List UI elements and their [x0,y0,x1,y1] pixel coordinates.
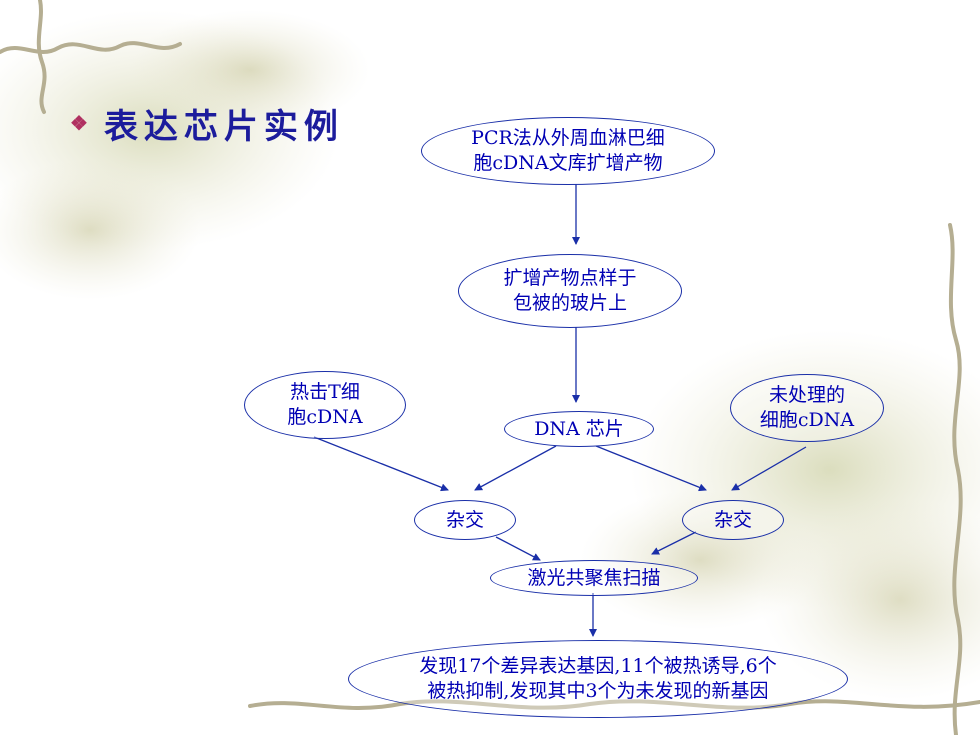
node-result-text: 发现17个差异表达基因,11个被热诱导,6个 被热抑制,发现其中3个为未发现的新… [419,655,777,702]
node-confocal-scan: 激光共聚焦扫描 [490,560,698,596]
title-text: 表达芯片实例 [103,106,344,147]
node-spot-text: 扩增产物点样于 包被的玻片上 [503,267,637,314]
node-heat-shock-cdna: 热击T细 胞cDNA [244,371,406,439]
node-dna-chip: DNA 芯片 [504,411,654,447]
arrow-hybrid-left-to-scan [495,536,541,561]
node-scan-text: 激光共聚焦扫描 [527,566,661,589]
node-result: 发现17个差异表达基因,11个被热诱导,6个 被热抑制,发现其中3个为未发现的新… [348,640,848,718]
arrow-untreated-to-hybrid-right [731,446,807,491]
arrow-chip-to-hybrid-right [595,445,707,492]
node-chip-text: DNA 芯片 [534,417,624,440]
slide-title: ❖ 表达芯片实例 [70,98,344,148]
node-hybrid-right-text: 杂交 [713,508,752,531]
node-untreated-cdna: 未处理的 细胞cDNA [730,374,884,442]
arrow-chip-to-hybrid-left [474,445,557,491]
arrow-heat-to-hybrid-left [313,436,449,492]
node-untreated-text: 未处理的 细胞cDNA [759,384,855,431]
arrow-hybrid-right-to-scan [651,531,697,555]
node-spotting: 扩增产物点样于 包被的玻片上 [458,254,682,328]
node-hybridization-right: 杂交 [682,500,784,540]
diamond-bullet-icon: ❖ [70,111,88,135]
node-hybrid-left-text: 杂交 [445,508,484,531]
node-pcr-amplification: PCR法从外周血淋巴细 胞cDNA文库扩增产物 [421,117,715,185]
node-hybridization-left: 杂交 [414,500,516,540]
node-heat-text: 热击T细 胞cDNA [287,381,363,428]
node-pcr-text: PCR法从外周血淋巴细 胞cDNA文库扩增产物 [471,127,665,174]
